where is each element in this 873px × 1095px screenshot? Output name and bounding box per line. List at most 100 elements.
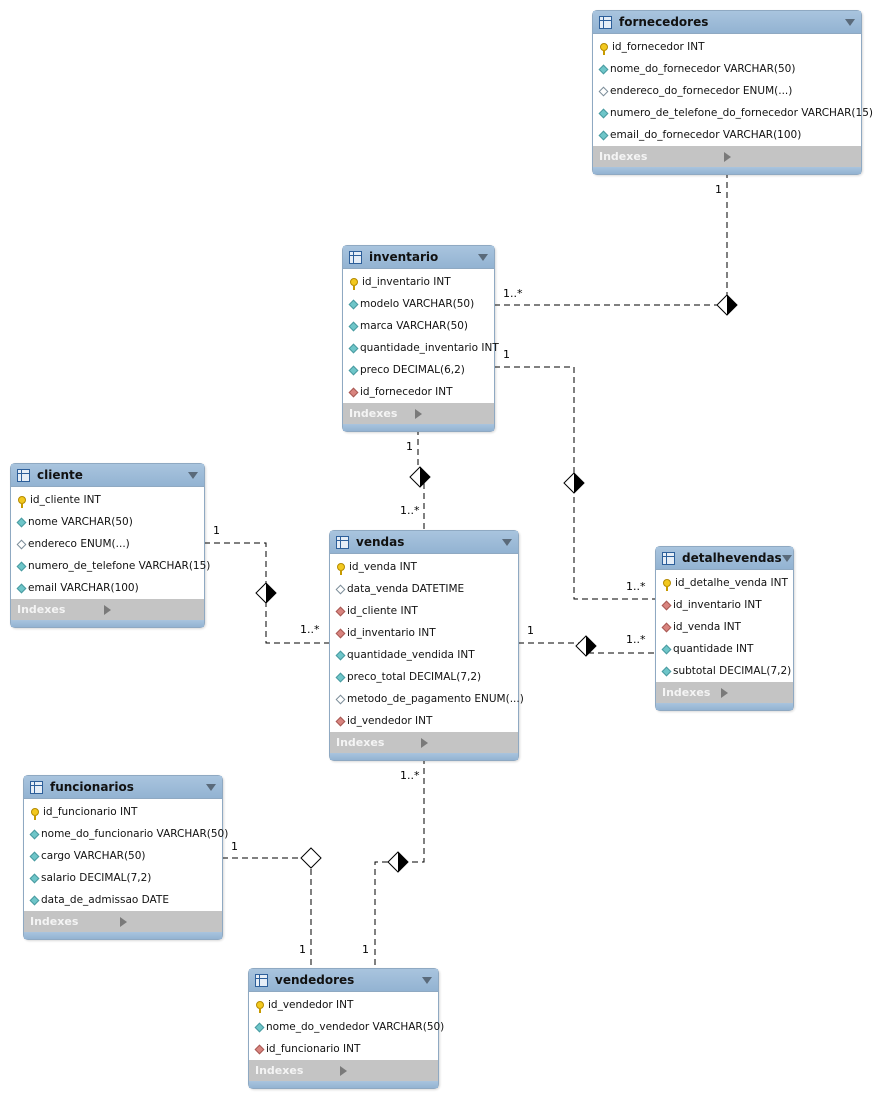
indexes-section[interactable]: Indexes: [11, 599, 204, 620]
column-row[interactable]: quantidade_vendida INT: [330, 644, 518, 666]
column-row[interactable]: id_inventario INT: [330, 622, 518, 644]
column-row[interactable]: endereco_do_fornecedor ENUM(...): [593, 80, 861, 102]
collapse-arrow-icon[interactable]: [422, 976, 432, 984]
relationship-funcionarios-vendedores[interactable]: [222, 847, 322, 968]
column-row[interactable]: data_de_admissao DATE: [24, 889, 222, 911]
column-row[interactable]: id_vendedor INT: [330, 710, 518, 732]
cardinality-label: 1..*: [400, 504, 420, 517]
column-row[interactable]: nome_do_vendedor VARCHAR(50): [249, 1016, 444, 1038]
not-null-diamond-icon: [348, 321, 359, 331]
table-footer: [330, 753, 518, 760]
column-list: id_vendedor INT nome_do_vendedor VARCHAR(…: [249, 992, 444, 1060]
column-row[interactable]: id_inventario INT: [343, 271, 494, 293]
not-null-diamond-icon: [661, 644, 672, 654]
collapse-arrow-icon[interactable]: [845, 18, 855, 26]
indexes-section[interactable]: Indexes: [249, 1060, 438, 1081]
expand-arrow-icon[interactable]: [415, 408, 488, 419]
column-label: nome VARCHAR(50): [28, 516, 133, 528]
column-row[interactable]: numero_de_telefone VARCHAR(15): [11, 555, 210, 577]
not-null-diamond-icon: [335, 672, 346, 682]
column-row[interactable]: id_venda INT: [330, 556, 518, 578]
relationship-line[interactable]: [494, 172, 728, 306]
indexes-section[interactable]: Indexes: [330, 732, 518, 753]
collapse-arrow-icon[interactable]: [502, 538, 512, 546]
relationship-fornecedores-inventario[interactable]: [494, 172, 738, 316]
column-row[interactable]: email VARCHAR(100): [11, 577, 204, 599]
column-row[interactable]: cargo VARCHAR(50): [24, 845, 222, 867]
diamond-fill: [266, 583, 276, 603]
collapse-arrow-icon[interactable]: [478, 253, 488, 261]
table-header[interactable]: inventario: [343, 246, 494, 269]
column-row[interactable]: id_funcionario INT: [24, 801, 222, 823]
column-row[interactable]: metodo_de_pagamento ENUM(...): [330, 688, 524, 710]
cardinality-label: 1: [715, 183, 722, 196]
column-row[interactable]: marca VARCHAR(50): [343, 315, 494, 337]
table-cliente[interactable]: cliente id_cliente INT nome VARCHAR(50) en…: [10, 463, 210, 628]
column-row[interactable]: data_venda DATETIME: [330, 578, 518, 600]
column-row[interactable]: endereco ENUM(...): [11, 533, 204, 555]
table-footer: [11, 620, 204, 627]
table-header[interactable]: cliente: [11, 464, 204, 487]
table-funcionarios[interactable]: funcionarios id_funcionario INT nome_do_f…: [23, 775, 228, 940]
indexes-section[interactable]: Indexes: [656, 682, 793, 703]
collapse-arrow-icon[interactable]: [781, 554, 792, 562]
table-header[interactable]: vendedores: [249, 969, 438, 992]
column-row[interactable]: id_inventario INT: [656, 594, 793, 616]
column-row[interactable]: preco_total DECIMAL(7,2): [330, 666, 518, 688]
column-row[interactable]: id_detalhe_venda INT: [656, 572, 793, 594]
expand-arrow-icon[interactable]: [420, 737, 513, 748]
column-row[interactable]: modelo VARCHAR(50): [343, 293, 494, 315]
expand-arrow-icon[interactable]: [119, 916, 217, 927]
relationship-line[interactable]: [222, 857, 312, 968]
expand-arrow-icon[interactable]: [340, 1065, 432, 1076]
column-label: id_cliente INT: [30, 494, 101, 506]
collapse-arrow-icon[interactable]: [206, 783, 216, 791]
table-name: fornecedores: [619, 15, 709, 29]
table-header[interactable]: fornecedores: [593, 11, 861, 34]
column-row[interactable]: id_funcionario INT: [249, 1038, 438, 1060]
column-row[interactable]: subtotal DECIMAL(7,2): [656, 660, 793, 682]
column-label: nome_do_funcionario VARCHAR(50): [41, 828, 229, 840]
column-row[interactable]: quantidade INT: [656, 638, 793, 660]
column-row[interactable]: email_do_fornecedor VARCHAR(100): [593, 124, 861, 146]
table-header[interactable]: funcionarios: [24, 776, 222, 799]
column-row[interactable]: preco DECIMAL(6,2): [343, 359, 494, 381]
column-row[interactable]: id_fornecedor INT: [343, 381, 494, 403]
column-row[interactable]: id_venda INT: [656, 616, 793, 638]
identifying-relationship-diamond-icon: [387, 851, 409, 873]
indexes-label: Indexes: [336, 736, 385, 749]
not-null-diamond-icon: [335, 650, 346, 660]
indexes-section[interactable]: Indexes: [343, 403, 494, 424]
column-row[interactable]: quantidade_inventario INT: [343, 337, 499, 359]
expand-arrow-icon[interactable]: [104, 604, 198, 615]
table-header[interactable]: vendas: [330, 531, 518, 554]
expand-arrow-icon[interactable]: [723, 151, 856, 162]
column-row[interactable]: nome_do_fornecedor VARCHAR(50): [593, 58, 861, 80]
column-label: id_vendedor INT: [268, 999, 354, 1011]
table-header[interactable]: detalhevendas: [656, 547, 793, 570]
column-row[interactable]: id_cliente INT: [330, 600, 518, 622]
relationship-vendas-vendedores[interactable]: [374, 758, 425, 968]
column-row[interactable]: id_cliente INT: [11, 489, 204, 511]
not-null-diamond-icon: [661, 666, 672, 676]
column-row[interactable]: nome_do_funcionario VARCHAR(50): [24, 823, 228, 845]
indexes-section[interactable]: Indexes: [24, 911, 222, 932]
identifying-relationship-diamond-icon: [716, 294, 738, 316]
table-vendedores[interactable]: vendedores id_vendedor INT nome_do_vended…: [248, 968, 444, 1089]
indexes-section[interactable]: Indexes: [593, 146, 861, 167]
column-row[interactable]: id_fornecedor INT: [593, 36, 861, 58]
column-row[interactable]: numero_de_telefone_do_fornecedor VARCHAR…: [593, 102, 873, 124]
column-row[interactable]: id_vendedor INT: [249, 994, 438, 1016]
nullable-diamond-icon: [16, 539, 27, 549]
not-null-diamond-icon: [254, 1022, 265, 1032]
column-row[interactable]: nome VARCHAR(50): [11, 511, 204, 533]
column-row[interactable]: salario DECIMAL(7,2): [24, 867, 222, 889]
collapse-arrow-icon[interactable]: [188, 471, 198, 479]
relationship-line[interactable]: [374, 758, 425, 968]
expand-arrow-icon[interactable]: [721, 687, 787, 698]
